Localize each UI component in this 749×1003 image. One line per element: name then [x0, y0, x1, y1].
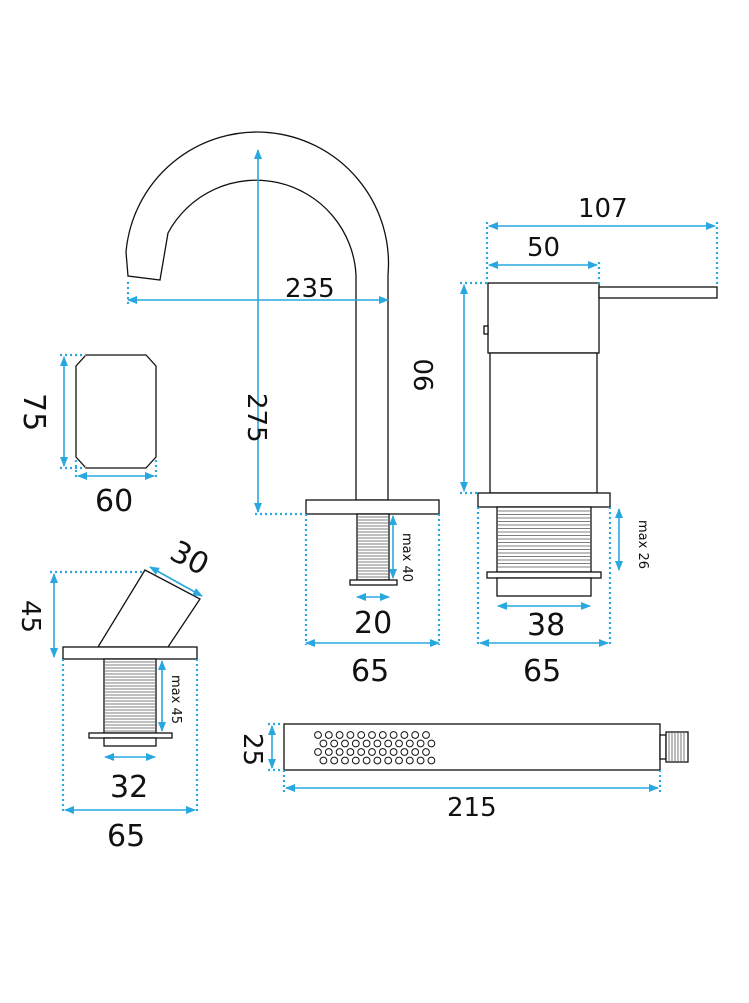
- nozzle-hole: [341, 756, 349, 765]
- mixer-base-label: 65: [523, 654, 561, 689]
- nozzle-hole: [324, 731, 333, 739]
- nozzle-hole: [427, 756, 436, 765]
- spout-dimensions: 235 275 max 40 20 65: [126, 149, 441, 689]
- nozzle-hole: [324, 748, 333, 756]
- nozzle-hole: [319, 756, 328, 765]
- diverter-handle: [96, 569, 201, 648]
- shower-diameter-label: 25: [237, 733, 267, 766]
- nozzle-hole: [389, 731, 398, 739]
- shower-length-label: 215: [447, 793, 497, 823]
- diverter-handle-line: [149, 566, 203, 597]
- diverter-base-label: 65: [107, 819, 145, 854]
- mixer-head: [487, 282, 600, 354]
- mixer-base-plate: [477, 492, 611, 508]
- nozzle-hole: [411, 748, 420, 756]
- mixer-head-width-label: 50: [527, 233, 560, 263]
- spout-shank-threads: [358, 516, 388, 578]
- hand-shower-nozzles: [314, 731, 436, 765]
- nozzle-hole: [351, 739, 360, 748]
- spout-base-label: 65: [351, 654, 389, 689]
- nozzle-hole: [314, 748, 322, 756]
- nozzle-hole: [384, 739, 393, 748]
- nozzle-hole: [405, 739, 414, 748]
- mixer-nut-body: [496, 577, 592, 597]
- nozzle-hole: [422, 748, 430, 756]
- diverter-shank-label: 32: [110, 770, 148, 805]
- spout-max-thickness-label: max 40: [399, 533, 414, 582]
- nozzle-hole: [400, 731, 409, 739]
- nozzle-hole: [378, 731, 387, 739]
- mixer-height-label: 90: [410, 358, 440, 391]
- diverter-handle-label: 30: [164, 534, 214, 583]
- section-height-label: 75: [16, 393, 51, 431]
- nozzle-hole: [341, 739, 349, 748]
- mixer-shank-label: 38: [527, 608, 565, 643]
- mixer-lever-pin: [483, 325, 489, 335]
- nozzle-hole: [335, 748, 344, 756]
- mixer-dimensions: 107 50 90 max 26 38 65: [410, 194, 719, 689]
- diverter-nut-body: [103, 737, 157, 747]
- hand-shower-connector: [665, 731, 689, 763]
- nozzle-hole: [357, 731, 366, 739]
- nozzle-hole: [395, 739, 403, 748]
- nozzle-hole: [411, 731, 420, 739]
- nozzle-hole: [368, 731, 376, 739]
- nozzle-hole: [346, 748, 355, 756]
- mixer-body: [489, 352, 598, 494]
- hand-shower-outline: [283, 723, 689, 771]
- nozzle-hole: [368, 748, 376, 756]
- spout-reach-label: 235: [285, 274, 335, 304]
- nozzle-hole: [405, 756, 414, 765]
- nozzle-hole: [330, 756, 339, 765]
- nozzle-hole: [389, 748, 398, 756]
- diverter-nut: [88, 732, 173, 739]
- nozzle-hole: [362, 756, 371, 765]
- nozzle-hole: [416, 739, 425, 748]
- section-width-label: 60: [95, 484, 133, 519]
- nozzle-hole: [362, 739, 371, 748]
- diverter-shank-threads: [105, 661, 155, 732]
- nozzle-hole: [416, 756, 425, 765]
- spout-outline: [125, 131, 440, 586]
- hand-shower-body: [283, 723, 661, 771]
- spout-shank-label: 20: [354, 606, 392, 641]
- mixer-shank: [496, 506, 592, 573]
- spout-base-plate: [305, 499, 440, 515]
- diverter-max-thickness-label: max 45: [168, 675, 183, 724]
- spout-nut: [349, 579, 398, 586]
- mixer-max-thickness-label: max 26: [635, 520, 650, 569]
- nozzle-hole: [378, 748, 387, 756]
- nozzle-hole: [314, 731, 322, 739]
- nozzle-hole: [335, 731, 344, 739]
- hand-shower-connector-threads: [668, 733, 685, 761]
- nozzle-hole: [319, 739, 328, 748]
- hand-shower-dimensions: 25 215: [237, 722, 662, 823]
- mixer-total-width-label: 107: [578, 194, 628, 224]
- nozzle-hole: [330, 739, 339, 748]
- diverter-base-plate: [62, 646, 198, 660]
- nozzle-hole: [346, 731, 355, 739]
- mixer-nut: [486, 571, 602, 579]
- nozzle-hole: [357, 748, 366, 756]
- spout-height-label: 275: [241, 393, 271, 443]
- nozzle-hole: [373, 756, 382, 765]
- nozzle-hole: [351, 756, 360, 765]
- hand-shower-collar: [659, 734, 667, 760]
- nozzle-hole: [373, 739, 382, 748]
- nozzle-hole: [427, 739, 436, 748]
- mixer-shank-threads: [498, 510, 590, 568]
- mixer-lever: [598, 286, 718, 299]
- nozzle-hole: [395, 756, 403, 765]
- mixer-outline: [477, 282, 718, 597]
- nozzle-hole: [400, 748, 409, 756]
- nozzle-hole: [384, 756, 393, 765]
- diverter-height-label: 45: [15, 600, 45, 633]
- nozzle-hole: [422, 731, 430, 739]
- spout-section: 75 60: [16, 353, 158, 519]
- spout-section-outline: [75, 354, 157, 469]
